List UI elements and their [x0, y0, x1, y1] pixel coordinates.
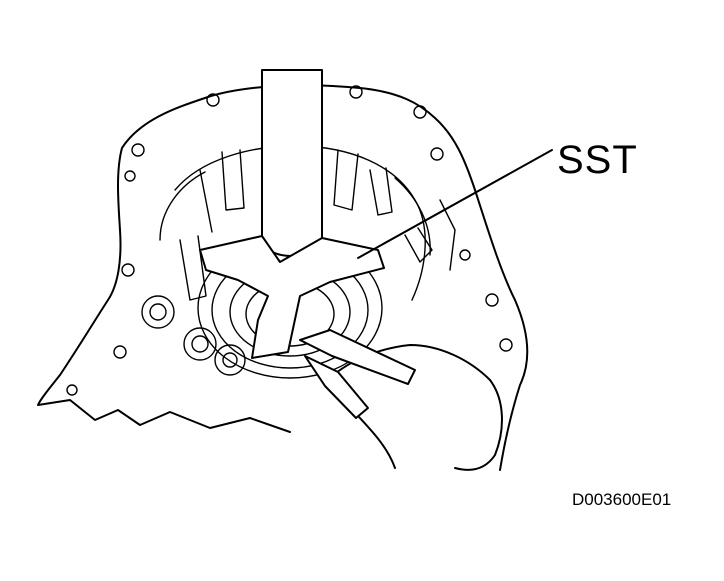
sst-callout-label: SST: [557, 138, 638, 182]
pliers: [299, 329, 416, 419]
sst-shaft: [261, 69, 323, 257]
transmission-case-outline: [37, 84, 529, 471]
sst-leader-line: [357, 149, 553, 259]
lower-left-fittings: [141, 295, 246, 376]
figure-code: D003600E01: [572, 490, 672, 509]
sst-puller-arms: [199, 235, 385, 359]
inner-housing-ring: [174, 145, 426, 301]
